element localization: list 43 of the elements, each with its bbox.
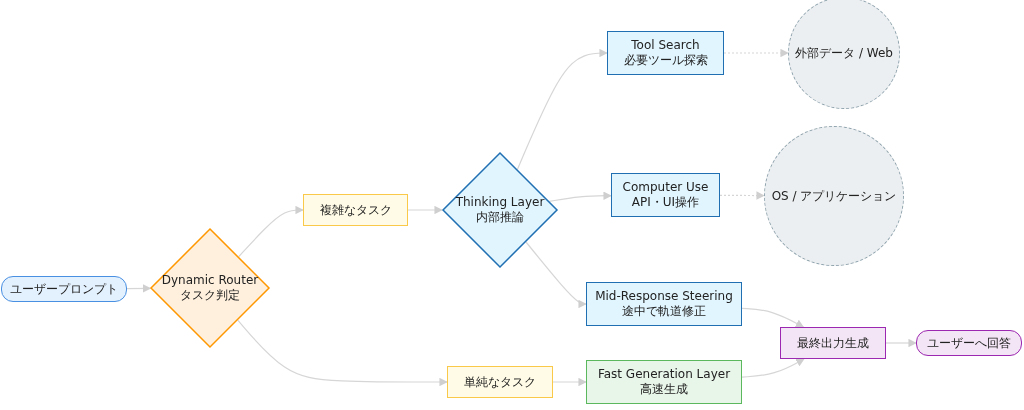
node-sublabel: 内部推論	[476, 210, 524, 225]
node-sublabel: 必要ツール探索	[623, 53, 708, 68]
arrow	[525, 241, 587, 309]
decision-diamond	[150, 228, 270, 348]
node-label: 最終出力生成	[797, 335, 869, 351]
node-sublabel: API・UI操作	[631, 195, 700, 210]
process-box	[586, 282, 742, 326]
node-sublabel: 高速生成	[640, 382, 688, 397]
terminal-pill	[916, 330, 1022, 356]
node-label: OS / アプリケーション	[771, 188, 897, 204]
node-sublabel: タスク判定	[180, 288, 240, 303]
arrow	[407, 205, 443, 215]
process-box	[586, 360, 742, 404]
arrow	[885, 338, 917, 348]
decision-diamond	[442, 152, 558, 268]
arrow	[237, 319, 448, 387]
process-box	[611, 173, 720, 217]
arrow	[741, 358, 805, 378]
arrow	[552, 377, 587, 387]
node-label: Thinking Layer	[455, 195, 545, 210]
node-label: Mid-Response Steering	[595, 289, 733, 304]
node-label: Fast Generation Layer	[597, 367, 731, 382]
node-label: Dynamic Router	[161, 273, 259, 288]
node-label: 外部データ / Web	[795, 45, 893, 61]
arrow	[516, 48, 608, 170]
node-sublabel: 途中で軌道修正	[622, 304, 706, 319]
arrow	[548, 191, 612, 202]
process-box	[447, 366, 553, 398]
arrow	[126, 284, 152, 293]
node-label: 複雑なタスク	[319, 202, 392, 218]
arrow	[741, 307, 805, 328]
process-box	[303, 194, 408, 226]
node-label: Tool Search	[631, 38, 700, 53]
terminal-pill	[1, 276, 127, 302]
arrow	[238, 205, 304, 258]
node-label: ユーザーへ回答	[927, 335, 1011, 351]
arrow	[719, 191, 765, 200]
node-label: ユーザープロンプト	[10, 281, 118, 297]
process-box	[780, 327, 886, 359]
node-label: Computer Use	[622, 180, 709, 195]
process-box	[607, 31, 724, 75]
node-label: 単純なタスク	[464, 374, 536, 390]
arrow	[723, 48, 789, 58]
